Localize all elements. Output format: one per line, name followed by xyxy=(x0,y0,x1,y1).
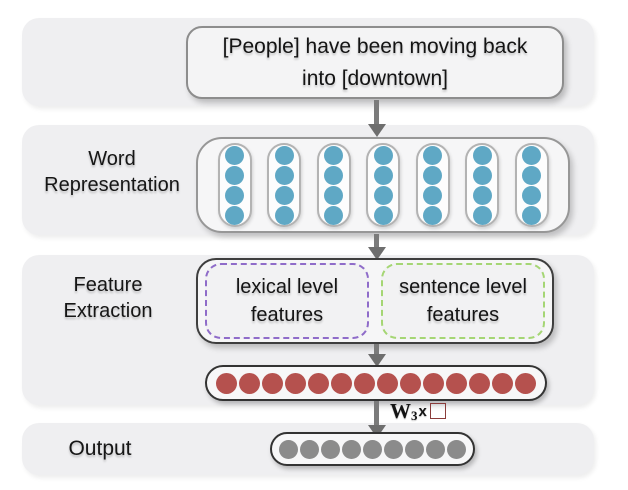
lexical-features-box: lexical level features xyxy=(205,263,369,339)
dot xyxy=(274,205,294,225)
input-sentence-text: [People] have been moving back into [dow… xyxy=(222,35,528,90)
dot xyxy=(522,185,541,205)
word-vector-column xyxy=(415,143,450,227)
dot xyxy=(472,145,492,165)
dot xyxy=(274,145,294,165)
dot xyxy=(373,165,393,185)
dot xyxy=(262,372,283,394)
feature-vector-square-icon xyxy=(429,403,446,419)
dot xyxy=(446,372,467,394)
lexical-features-label: lexical level features xyxy=(235,276,339,326)
dot xyxy=(373,185,393,205)
dot xyxy=(472,205,492,225)
weight-matrix-subscript: 3 xyxy=(411,408,418,423)
dot xyxy=(363,439,382,459)
dot xyxy=(423,165,442,185)
dot xyxy=(285,372,306,394)
dot xyxy=(308,372,329,394)
dot xyxy=(469,372,490,394)
dot xyxy=(423,145,442,165)
feature-extraction-container: lexical level features sentence level fe… xyxy=(196,258,554,344)
word-vector-column xyxy=(316,143,351,227)
dot xyxy=(426,439,445,459)
dot xyxy=(492,372,513,394)
sentence-features-label: sentence level features xyxy=(399,276,527,326)
word-vector-column xyxy=(465,143,499,227)
dot xyxy=(522,165,541,185)
weight-matrix-symbol: W xyxy=(390,398,411,423)
dot xyxy=(225,165,244,185)
dot xyxy=(324,185,343,205)
dot xyxy=(324,205,343,225)
dot xyxy=(447,439,466,459)
word-vector-column xyxy=(514,143,549,227)
dot xyxy=(225,145,244,165)
dot xyxy=(400,372,421,394)
dot xyxy=(472,185,492,205)
word-vector-grid xyxy=(196,137,570,233)
dot xyxy=(300,439,319,459)
dot xyxy=(321,439,340,459)
output-vector xyxy=(270,432,475,466)
dot xyxy=(405,439,424,459)
word-vector-column xyxy=(217,143,252,227)
word-vector-column xyxy=(366,143,400,227)
dot xyxy=(331,372,352,394)
dot xyxy=(472,165,492,185)
dot xyxy=(354,372,375,394)
dot xyxy=(225,185,244,205)
arrow-feature-to-vector xyxy=(374,344,379,355)
feature-vector xyxy=(205,365,547,401)
dot xyxy=(377,372,398,394)
dot xyxy=(279,439,298,459)
dot xyxy=(423,185,442,205)
dot xyxy=(274,165,294,185)
arrowhead-input-to-wordrep-icon xyxy=(368,124,386,137)
dot xyxy=(522,205,541,225)
dot xyxy=(324,145,343,165)
sentence-features-box: sentence level features xyxy=(381,263,545,339)
times-symbol: x xyxy=(418,402,427,420)
dot xyxy=(324,165,343,185)
dot xyxy=(423,372,444,394)
word-vector-column xyxy=(267,143,301,227)
arrowhead-feature-to-vector-icon xyxy=(368,354,386,367)
dot xyxy=(384,439,403,459)
arrowhead-wordrep-to-feature-icon xyxy=(368,247,386,260)
output-label: Output xyxy=(68,437,132,460)
dot xyxy=(274,185,294,205)
arrow-input-to-wordrep xyxy=(374,100,379,125)
arrow-vector-to-output xyxy=(374,401,379,426)
dot xyxy=(515,372,536,394)
dot xyxy=(423,205,442,225)
dot xyxy=(239,372,260,394)
dot xyxy=(216,372,237,394)
word-representation-label: Word Representation xyxy=(44,148,180,196)
feature-extraction-label: Feature Extraction xyxy=(63,274,153,322)
dot xyxy=(373,145,393,165)
dot xyxy=(225,205,244,225)
arrow-wordrep-to-feature xyxy=(374,234,379,248)
dot xyxy=(373,205,393,225)
dot xyxy=(522,145,541,165)
input-sentence-box: [People] have been moving back into [dow… xyxy=(186,26,564,99)
dot xyxy=(342,439,361,459)
weight-annotation: W 3 x xyxy=(390,398,446,423)
